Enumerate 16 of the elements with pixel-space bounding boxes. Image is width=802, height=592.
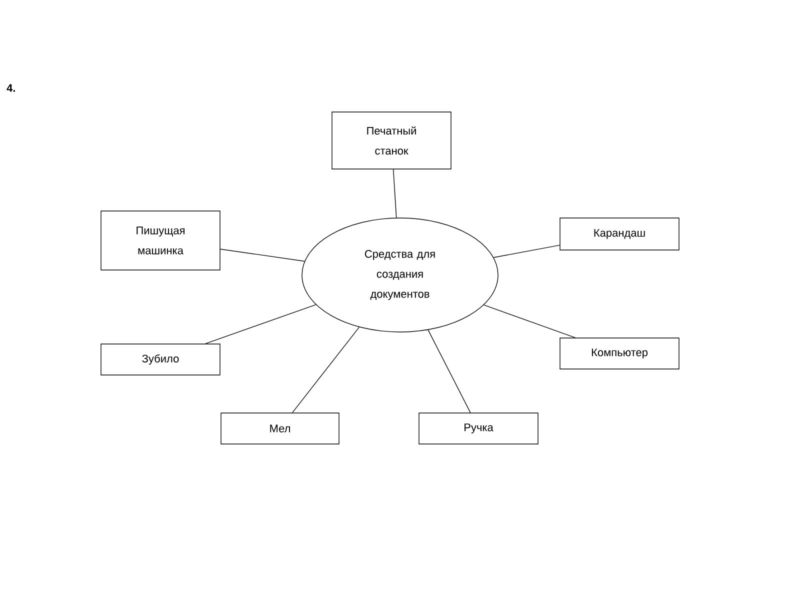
text-box: Зубило xyxy=(100,344,220,376)
connector-line xyxy=(205,304,316,344)
text-box: Мел xyxy=(220,412,340,444)
connector-line xyxy=(292,326,360,414)
text-box: Компьютер xyxy=(560,338,680,370)
connector-line xyxy=(220,248,305,262)
text-box: Печатный станок xyxy=(332,112,452,170)
connector-line xyxy=(493,244,560,258)
text-box: Карандаш xyxy=(560,218,680,250)
connector-line xyxy=(428,330,471,414)
text-box: Пишущая машинка xyxy=(100,210,220,270)
task-number: 4. xyxy=(6,84,15,92)
text-box: Ручка xyxy=(418,412,538,444)
connector-line xyxy=(392,169,397,218)
ellipse-node: Средства для создания документов xyxy=(302,218,498,332)
connector-line xyxy=(484,304,576,338)
